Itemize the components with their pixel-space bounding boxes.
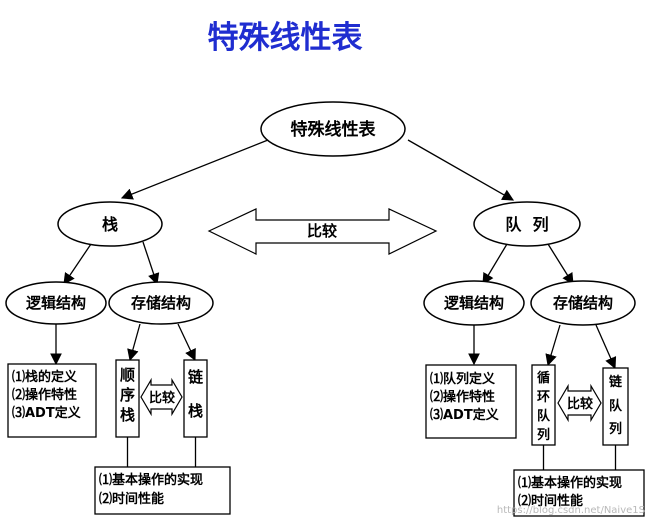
- queue-linked-box: [602, 367, 629, 446]
- queue-node-label: 队 列: [505, 215, 548, 234]
- queue-impl-item-2: ⑵时间性能: [518, 493, 583, 509]
- queue-linked-char-3: 列: [609, 421, 622, 437]
- arrow-root-to-queue: [407, 139, 515, 201]
- stack-logical-item-1: ⑴栈的定义: [12, 369, 78, 385]
- queue-seq-char-2: 环: [537, 390, 550, 405]
- arrow-stack-to-storage: [142, 241, 160, 286]
- queue-logical-label: 逻辑结构: [444, 294, 504, 312]
- stack-impl-item-1: ⑴基本操作的实现: [99, 472, 203, 488]
- stack-seq-char-2: 序: [120, 386, 135, 404]
- queue-seq-char-1: 循: [537, 370, 550, 386]
- stack-node-ellipse: [57, 201, 163, 247]
- queue-linked-char-2: 队: [609, 399, 623, 414]
- stack-seq-char-1: 顺: [120, 366, 135, 384]
- arrow-queue-to-logical: [482, 243, 508, 286]
- queue-logical-item-2: ⑵操作特性: [430, 389, 495, 405]
- stack-logical-item-3: ⑶ADT定义: [12, 405, 82, 421]
- stack-seq-char-3: 栈: [120, 406, 135, 424]
- queue-logical-ellipse: [423, 280, 525, 326]
- queue-logical-item-1: ⑴队列定义: [430, 371, 496, 387]
- compare-double-arrow: [207, 208, 438, 255]
- arrow-queue-storage-to-seq: [545, 324, 561, 367]
- queue-storage-label: 存储结构: [553, 294, 613, 312]
- queue-seq-char-4: 列: [537, 427, 550, 443]
- stack-compare-label: 比较: [149, 390, 175, 406]
- page-title: 特殊线性表: [208, 20, 363, 56]
- stack-logical-label: 逻辑结构: [26, 294, 86, 312]
- compare-label: 比较: [307, 222, 337, 240]
- arrow-stack-storage-to-seq: [127, 323, 141, 362]
- arrow-root-to-stack: [120, 139, 269, 200]
- queue-impl-item-1: ⑴基本操作的实现: [518, 475, 622, 491]
- queue-seq-char-3: 队: [537, 409, 551, 424]
- stack-compare-arrow: [140, 377, 183, 417]
- stack-linked-char-1: 链: [188, 368, 204, 386]
- queue-linked-char-1: 链: [608, 374, 623, 390]
- stack-storage-ellipse: [108, 281, 214, 325]
- arrow-queue-to-storage: [547, 243, 574, 285]
- queue-node-ellipse: [473, 201, 581, 247]
- arrow-queue-storage-to-linked: [595, 324, 617, 370]
- stack-node-label: 栈: [102, 215, 118, 234]
- queue-impl-box: [513, 469, 645, 517]
- queue-compare-label: 比较: [567, 396, 593, 412]
- queue-storage-ellipse: [530, 280, 636, 326]
- root-node-ellipse: [260, 101, 406, 157]
- stack-logical-item-2: ⑵操作特性: [12, 387, 77, 403]
- root-node-label: 特殊线性表: [291, 119, 377, 140]
- arrow-stack-storage-to-linked: [177, 323, 196, 362]
- stack-logical-ellipse: [5, 281, 107, 325]
- stack-linked-char-2: 栈: [188, 402, 203, 420]
- queue-compare-arrow: [557, 383, 602, 423]
- queue-logical-item-3: ⑶ADT定义: [430, 407, 500, 423]
- stack-impl-box: [94, 466, 231, 515]
- arrow-stack-to-logical: [63, 243, 92, 285]
- queue-logical-items-box: [425, 364, 517, 439]
- stack-storage-label: 存储结构: [131, 294, 191, 312]
- watermark-text: https://blog.csdn.net/Naive1S: [497, 505, 645, 516]
- stack-impl-item-2: ⑵时间性能: [99, 491, 164, 507]
- stack-logical-items-box: [7, 363, 97, 438]
